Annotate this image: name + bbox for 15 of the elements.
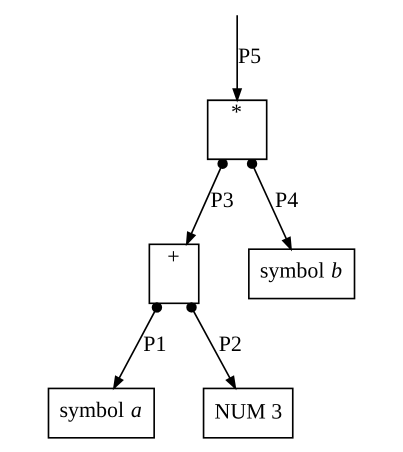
arrow xyxy=(246,158,292,252)
node-box: * xyxy=(206,99,268,160)
edge-label: P5 xyxy=(238,42,262,68)
node-box: symbol a xyxy=(48,388,155,439)
arrow xyxy=(232,15,242,102)
edge-label: P3 xyxy=(210,187,234,212)
arrow xyxy=(186,302,236,390)
node-box: NUM 3 xyxy=(202,388,294,439)
node-box: symbol b xyxy=(248,248,356,300)
arrow xyxy=(186,158,228,246)
node-box: + xyxy=(148,244,200,304)
edge-label: P4 xyxy=(274,187,298,212)
edge-label: P2 xyxy=(218,331,242,356)
edge-label: P1 xyxy=(143,331,166,356)
arrow xyxy=(112,302,162,390)
